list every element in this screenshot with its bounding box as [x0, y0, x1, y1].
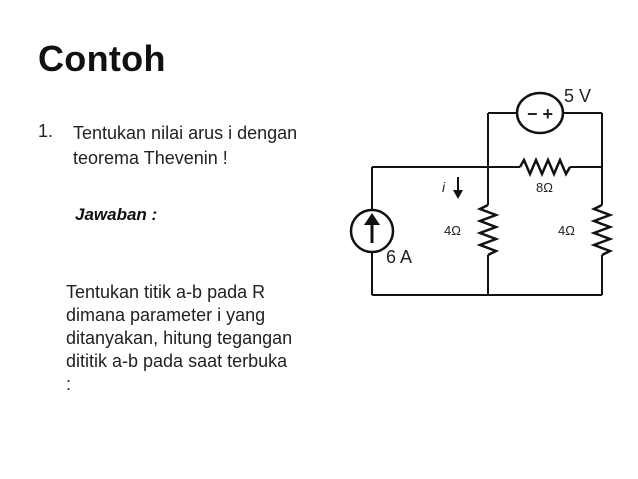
resistor-4-ohm-right — [590, 203, 614, 257]
question-text: Tentukan nilai arus i dengan teorema The… — [73, 121, 363, 171]
voltage-source-polarity: − + — [527, 104, 553, 124]
resistor-8-ohm — [518, 156, 572, 178]
question-number: 1. — [38, 121, 54, 141]
voltage-source: − + — [515, 91, 565, 135]
current-source-label: 6 A — [386, 247, 412, 267]
slide-title: Contoh — [38, 38, 166, 79]
current-source — [349, 208, 395, 254]
question-line-1: Tentukan nilai arus i dengan — [73, 123, 298, 143]
voltage-source-label: 5 V — [564, 86, 591, 106]
explanation-line: dititik a-b pada saat terbuka — [66, 351, 288, 371]
resistor-4-ohm-middle-label: 4Ω — [444, 223, 461, 238]
current-label: i — [442, 179, 446, 195]
circuit-wires — [371, 112, 603, 296]
explanation-text: Tentukan titik a-b pada R dimana paramet… — [66, 281, 356, 396]
answer-label: Jawaban : — [75, 205, 158, 224]
explanation-line: Tentukan titik a-b pada R — [66, 282, 266, 302]
resistor-8-ohm-label: 8Ω — [536, 180, 553, 195]
current-arrow-icon — [453, 177, 463, 199]
resistor-4-ohm-right-label: 4Ω — [558, 223, 575, 238]
circuit-diagram: − + 5 V 8Ω 6 A i 4Ω 4Ω — [349, 86, 614, 296]
resistor-4-ohm-middle — [476, 203, 500, 257]
explanation-line: dimana parameter i yang — [66, 305, 266, 325]
explanation-line: : — [66, 374, 72, 394]
question-line-2: teorema Thevenin ! — [73, 148, 228, 168]
explanation-line: ditanyakan, hitung tegangan — [66, 328, 293, 348]
